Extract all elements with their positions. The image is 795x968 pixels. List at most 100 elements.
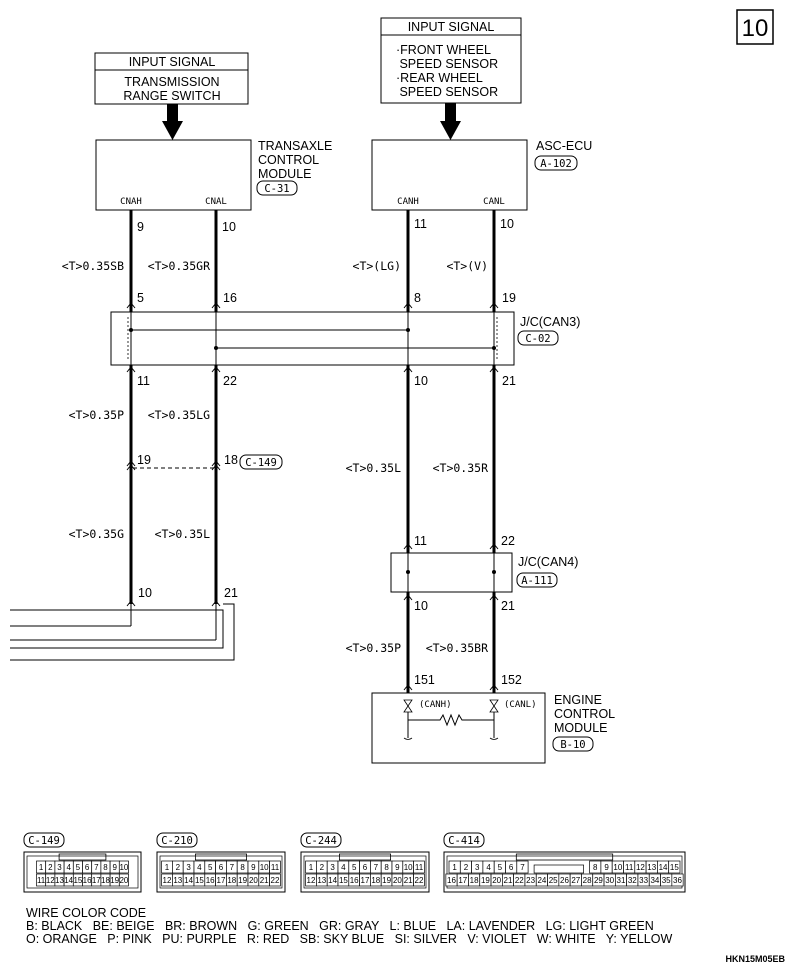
pin-c149-19: 19: [137, 453, 151, 467]
pin-cell: 20: [393, 876, 402, 885]
pin-jc3-19: 19: [502, 291, 516, 305]
pin-cell: 16: [447, 876, 456, 885]
pin-cell: 17: [217, 876, 226, 885]
pin-cell: 17: [458, 876, 467, 885]
pin-jc4-21: 21: [501, 599, 515, 613]
ecm-label-2: CONTROL: [554, 707, 615, 721]
tcm-label-1: TRANSAXLE: [258, 139, 332, 153]
pin-cell: 1: [39, 863, 44, 872]
pin-cell: 14: [64, 876, 73, 885]
wire-label-v: <T>(V): [446, 259, 488, 273]
legend-line-2: O: ORANGE P: PINK PU: PURPLE R: RED SB: …: [26, 932, 672, 946]
pin-cell: 18: [371, 876, 380, 885]
pin-cell: 15: [73, 876, 82, 885]
pin-cell: 15: [195, 876, 204, 885]
connector-face-tag: C-244: [305, 835, 337, 847]
pin-cell: 9: [251, 863, 256, 872]
pin-cell: 11: [37, 876, 46, 885]
pin-cell: 33: [639, 876, 648, 885]
pin-jc3-11: 11: [137, 374, 150, 388]
input-box-1-header: INPUT SIGNAL: [129, 55, 216, 69]
legend-line-1: B: BLACK BE: BEIGE BR: BROWN G: GREEN GR…: [26, 919, 654, 933]
pin-asc-11: 11: [414, 217, 427, 231]
wire-label-sb: <T>0.35SB: [62, 259, 124, 273]
pin-cell: 17: [361, 876, 370, 885]
jc4-label: J/C(CAN4): [518, 555, 578, 569]
pin-cell: 2: [464, 863, 469, 872]
c149-inline-tag-box: [239, 454, 283, 470]
pin-cell: 4: [66, 863, 71, 872]
connector-face-tag: C-149: [28, 835, 60, 847]
asc-connector-tag: A-102: [540, 158, 572, 170]
input-arrow-2: [440, 103, 461, 140]
pin-asc-10: 10: [500, 217, 514, 231]
pin-bottom-21: 21: [224, 586, 238, 600]
pin-cell: 20: [119, 876, 128, 885]
pin-cell: 36: [673, 876, 682, 885]
pin-cell: 4: [197, 863, 202, 872]
can-wires: [10, 210, 496, 693]
pin-cell: 19: [238, 876, 247, 885]
pin-cell: 13: [647, 863, 656, 872]
pin-jc3-8: 8: [414, 291, 421, 305]
pin-cell: 5: [76, 863, 81, 872]
figure-code: HKN15M05EB: [725, 954, 785, 964]
input-box-1-line-2: RANGE SWITCH: [123, 89, 220, 103]
pin-jc3-10: 10: [414, 374, 428, 388]
jc3-connector-tag: C-02: [525, 333, 550, 345]
pin-cell: 32: [628, 876, 637, 885]
pin-cell: 8: [240, 863, 245, 872]
pin-jc3-16: 16: [223, 291, 237, 305]
ecm-connector-tag: B-10: [560, 739, 585, 751]
tcm-label-2: CONTROL: [258, 153, 319, 167]
pin-jc3-22: 22: [223, 374, 237, 388]
pin-cell: 11: [271, 863, 280, 872]
pin-cell: 21: [260, 876, 269, 885]
input-box-2-line-2: SPEED SENSOR: [396, 57, 498, 71]
engine-control-module: (CANH) (CANL) ENGINE CONTROL MODULE B-10: [371, 692, 615, 764]
pin-cell: 20: [249, 876, 258, 885]
jc4-connector-tag: A-111: [521, 575, 553, 587]
pin-cell: 17: [92, 876, 101, 885]
pin-cell: 30: [605, 876, 614, 885]
pin-bottom-10: 10: [138, 586, 152, 600]
input-signal-box-2: INPUT SIGNAL ·FRONT WHEEL SPEED SENSOR ·…: [380, 17, 522, 104]
pin-jc4-10: 10: [414, 599, 428, 613]
pin-cell: 15: [339, 876, 348, 885]
connector-face-tag: C-414: [448, 835, 480, 847]
input-box-2-line-4: SPEED SENSOR: [396, 85, 498, 99]
wire-label-gr: <T>0.35GR: [148, 259, 210, 273]
connector-face-tag: C-210: [161, 835, 193, 847]
pin-cell: 2: [176, 863, 181, 872]
pin-tcm-10: 10: [222, 220, 236, 234]
pin-cell: 19: [382, 876, 391, 885]
pin-cell: 6: [85, 863, 90, 872]
jc3-label: J/C(CAN3): [520, 315, 580, 329]
pin-cell: 14: [184, 876, 193, 885]
pin-jc3-21: 21: [502, 374, 516, 388]
asc-pin-canh: CANH: [397, 197, 419, 207]
pin-ecm-152: 152: [501, 673, 522, 687]
pin-cell: 3: [186, 863, 191, 872]
pin-cell: 7: [520, 863, 525, 872]
pin-tcm-9: 9: [137, 220, 144, 234]
wire-label-l: <T>0.35L: [346, 461, 401, 475]
pin-cell: 6: [509, 863, 514, 872]
joint-connector-can4: J/C(CAN4) A-111: [390, 552, 578, 593]
pin-cell: 10: [260, 863, 269, 872]
pin-cell: 12: [636, 863, 645, 872]
pin-cell: 31: [617, 876, 626, 885]
pin-cell: 21: [404, 876, 413, 885]
input-box-1-line-1: TRANSMISSION: [124, 75, 219, 89]
input-box-2-line-3: ·REAR WHEEL: [396, 71, 483, 85]
input-arrow-1: [162, 104, 183, 140]
pin-cell: 11: [625, 863, 634, 872]
pin-cell: 5: [352, 863, 357, 872]
connector-marks: [126, 302, 499, 691]
pin-cell: 7: [374, 863, 379, 872]
pin-cell: 24: [537, 876, 546, 885]
